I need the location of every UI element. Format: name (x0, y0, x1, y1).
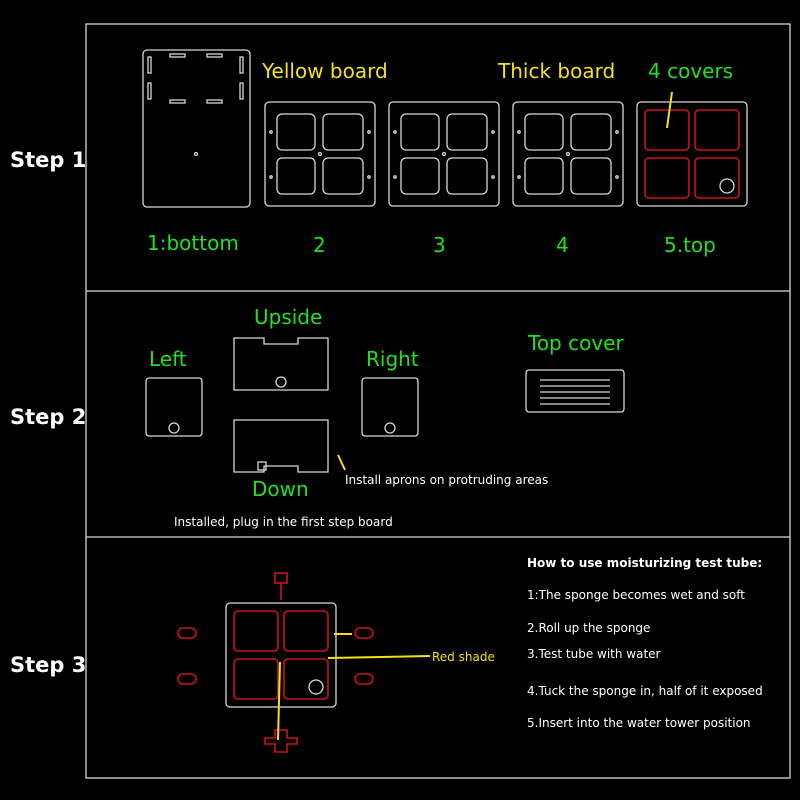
board-label-4: 4 (556, 233, 569, 257)
installed-note: Installed, plug in the first step board (174, 515, 393, 529)
upside-label: Upside (254, 305, 322, 329)
arrow-icon (337, 454, 346, 471)
step-1-label: Step 1 (10, 148, 86, 172)
step2-parts (145, 337, 625, 473)
yellow-board-label: Yellow board (261, 59, 388, 83)
board-4 (512, 101, 624, 207)
howto-item: 1:The sponge becomes wet and soft (527, 588, 745, 602)
board-label-3: 3 (433, 233, 446, 257)
thick-board-label: Thick board (497, 59, 615, 83)
top-cover-label: Top cover (527, 331, 624, 355)
board-2 (264, 101, 376, 207)
howto-title: How to use moisturizing test tube: (527, 556, 762, 570)
board-5-top (636, 101, 748, 207)
howto-item: 2.Roll up the sponge (527, 621, 650, 635)
bottom-board (142, 49, 251, 208)
step3-assembly (177, 572, 374, 753)
covers-label: 4 covers (648, 59, 733, 83)
arrow-icon (277, 633, 431, 741)
howto-item: 4.Tuck the sponge in, half of it exposed (527, 684, 763, 698)
left-label: Left (149, 347, 187, 371)
right-label: Right (366, 347, 419, 371)
frame (85, 23, 791, 779)
howto-item: 5.Insert into the water tower position (527, 716, 751, 730)
board-label-1: 1:bottom (147, 231, 239, 255)
howto-item: 3.Test tube with water (527, 647, 661, 661)
step-3-label: Step 3 (10, 653, 86, 677)
red-shade-label: Red shade (432, 650, 495, 664)
arrow-icon (666, 91, 673, 129)
aprons-note: Install aprons on protruding areas (345, 473, 548, 487)
board-label-5: 5.top (664, 233, 716, 257)
step-2-label: Step 2 (10, 405, 86, 429)
down-label: Down (252, 477, 309, 501)
board-3 (388, 101, 500, 207)
board-label-2: 2 (313, 233, 326, 257)
